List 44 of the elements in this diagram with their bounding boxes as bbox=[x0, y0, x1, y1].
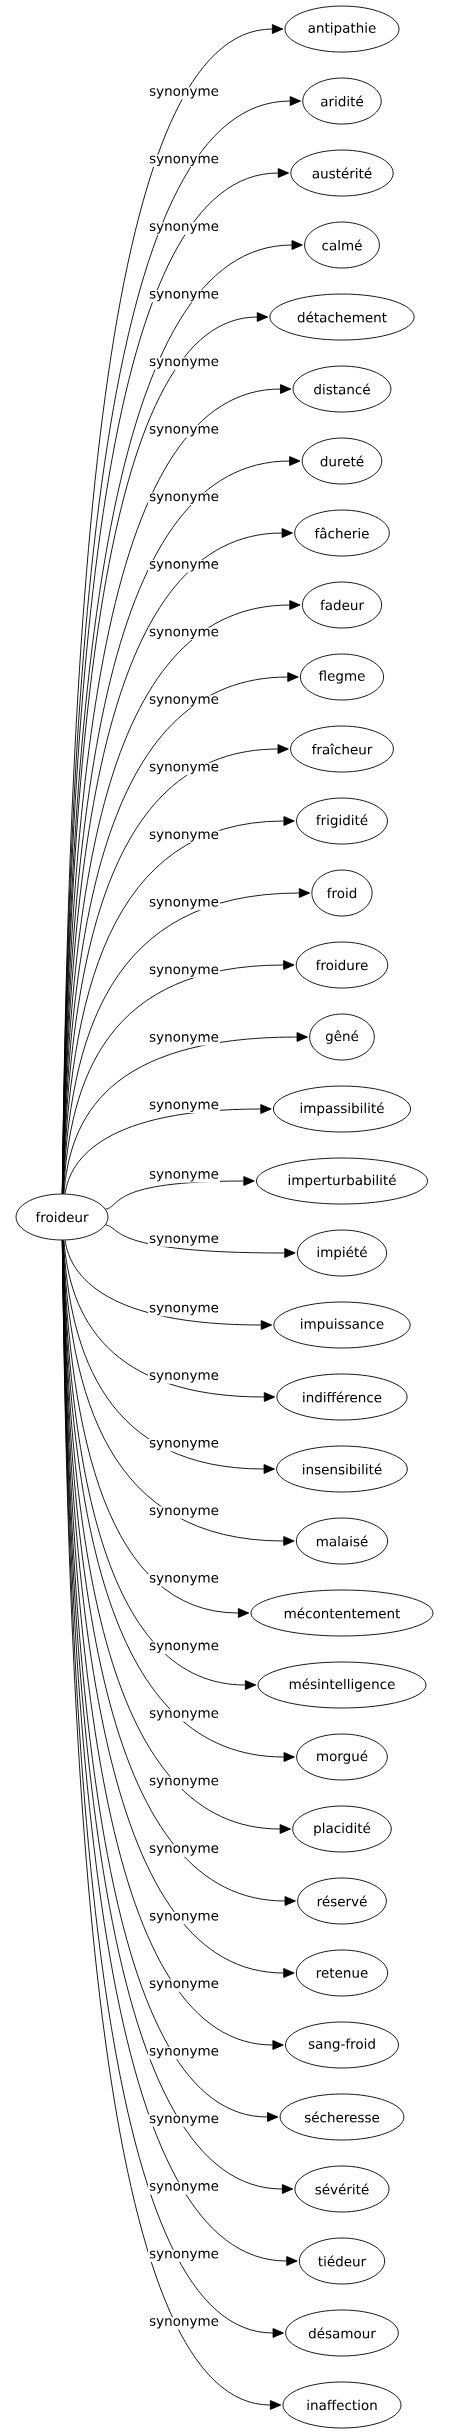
edge-label: synonyme bbox=[148, 492, 220, 505]
edge-label: synonyme bbox=[148, 154, 220, 168]
edge-label: synonyme bbox=[148, 695, 220, 708]
arrow bbox=[62, 1240, 250, 1618]
arrow bbox=[62, 960, 295, 1194]
edge-label: synonyme bbox=[148, 830, 220, 843]
arrow bbox=[64, 1104, 272, 1195]
edge-label: synonyme bbox=[148, 2182, 220, 2195]
edge-label: synonyme bbox=[148, 425, 220, 438]
edge-label: synonyme bbox=[148, 627, 220, 641]
edge-label: synonyme bbox=[148, 1303, 220, 1317]
edge-label: synonyme bbox=[148, 560, 220, 573]
arrow bbox=[62, 888, 311, 1194]
edge-label: synonyme bbox=[148, 222, 220, 235]
edge-label: synonyme bbox=[148, 1438, 220, 1452]
edge-label: synonyme bbox=[148, 1574, 220, 1587]
edge-label: synonyme bbox=[148, 87, 220, 100]
edge-label: synonyme bbox=[148, 2114, 220, 2127]
edge-label: synonyme bbox=[148, 762, 220, 776]
edge-label: synonyme bbox=[148, 1844, 220, 1857]
edge-label: synonyme bbox=[148, 1709, 220, 1722]
edge-label: synonyme bbox=[148, 1100, 220, 1113]
edge-label: synonyme bbox=[148, 1033, 220, 1046]
edge-label: synonyme bbox=[148, 2047, 220, 2060]
edge-label: synonyme bbox=[148, 1506, 220, 1519]
edge-label: synonyme bbox=[148, 1979, 220, 1992]
edge-label: synonyme bbox=[148, 357, 220, 370]
edge-label: synonyme bbox=[148, 1371, 220, 1384]
edge-label: synonyme bbox=[148, 965, 220, 978]
edge-label: synonyme bbox=[148, 2317, 220, 2330]
arrow bbox=[64, 1239, 273, 1330]
edge-label: synonyme bbox=[148, 1234, 220, 1247]
edge-label: synonyme bbox=[148, 1170, 220, 1183]
edge-label: synonyme bbox=[148, 2249, 220, 2263]
edge-label: synonyme bbox=[148, 1641, 220, 1654]
arrow bbox=[63, 1032, 308, 1195]
arrow bbox=[105, 1176, 255, 1210]
edge-label: synonyme bbox=[148, 1911, 220, 1925]
arrow bbox=[105, 1224, 296, 1258]
edge-label: synonyme bbox=[148, 289, 220, 303]
edge-label: synonyme bbox=[148, 897, 220, 911]
arrow bbox=[63, 1240, 276, 1402]
arrow bbox=[62, 816, 295, 1194]
edge-label: synonyme bbox=[148, 1776, 220, 1790]
